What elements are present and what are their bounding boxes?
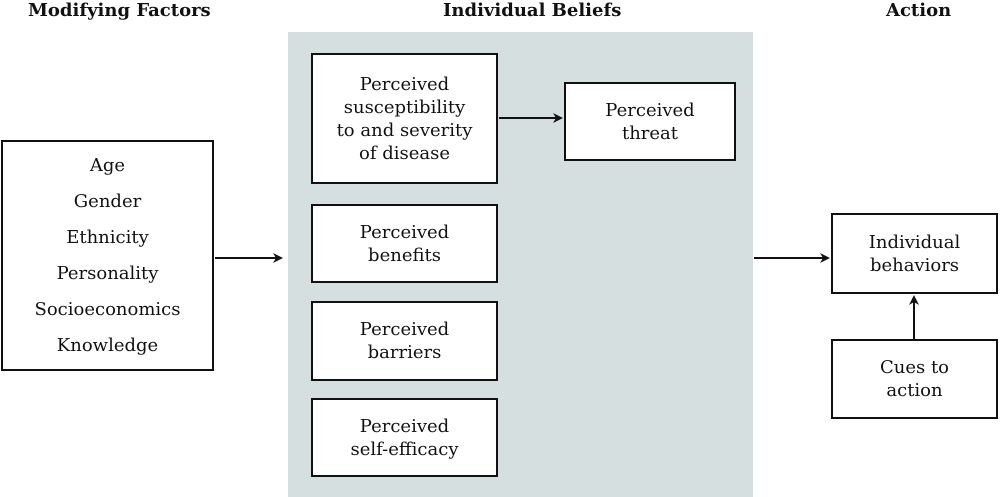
factor-socioeconomics: Socioeconomics xyxy=(34,299,181,320)
modifying-factors-box: Age Gender Ethnicity Personality Socioec… xyxy=(1,140,214,371)
factor-personality: Personality xyxy=(56,263,159,284)
heading-individual-beliefs: Individual Beliefs xyxy=(443,0,622,21)
heading-modifying-factors: Modifying Factors xyxy=(28,0,211,21)
cues-to-action-box: Cues to action xyxy=(831,339,998,419)
factor-knowledge: Knowledge xyxy=(56,335,159,356)
perceived-susceptibility-box: Perceived susceptibility to and severity… xyxy=(311,53,498,184)
individual-behaviors-box: Individual behaviors xyxy=(831,213,998,294)
perceived-barriers-box: Perceived barriers xyxy=(311,301,498,381)
perceived-self-efficacy-box: Perceived self-efficacy xyxy=(311,398,498,477)
perceived-threat-box: Perceived threat xyxy=(564,82,736,161)
factor-gender: Gender xyxy=(73,191,142,212)
perceived-benefits-box: Perceived benefits xyxy=(311,204,498,283)
factor-ethnicity: Ethnicity xyxy=(66,227,149,248)
factor-age: Age xyxy=(89,155,126,176)
heading-action: Action xyxy=(886,0,952,21)
